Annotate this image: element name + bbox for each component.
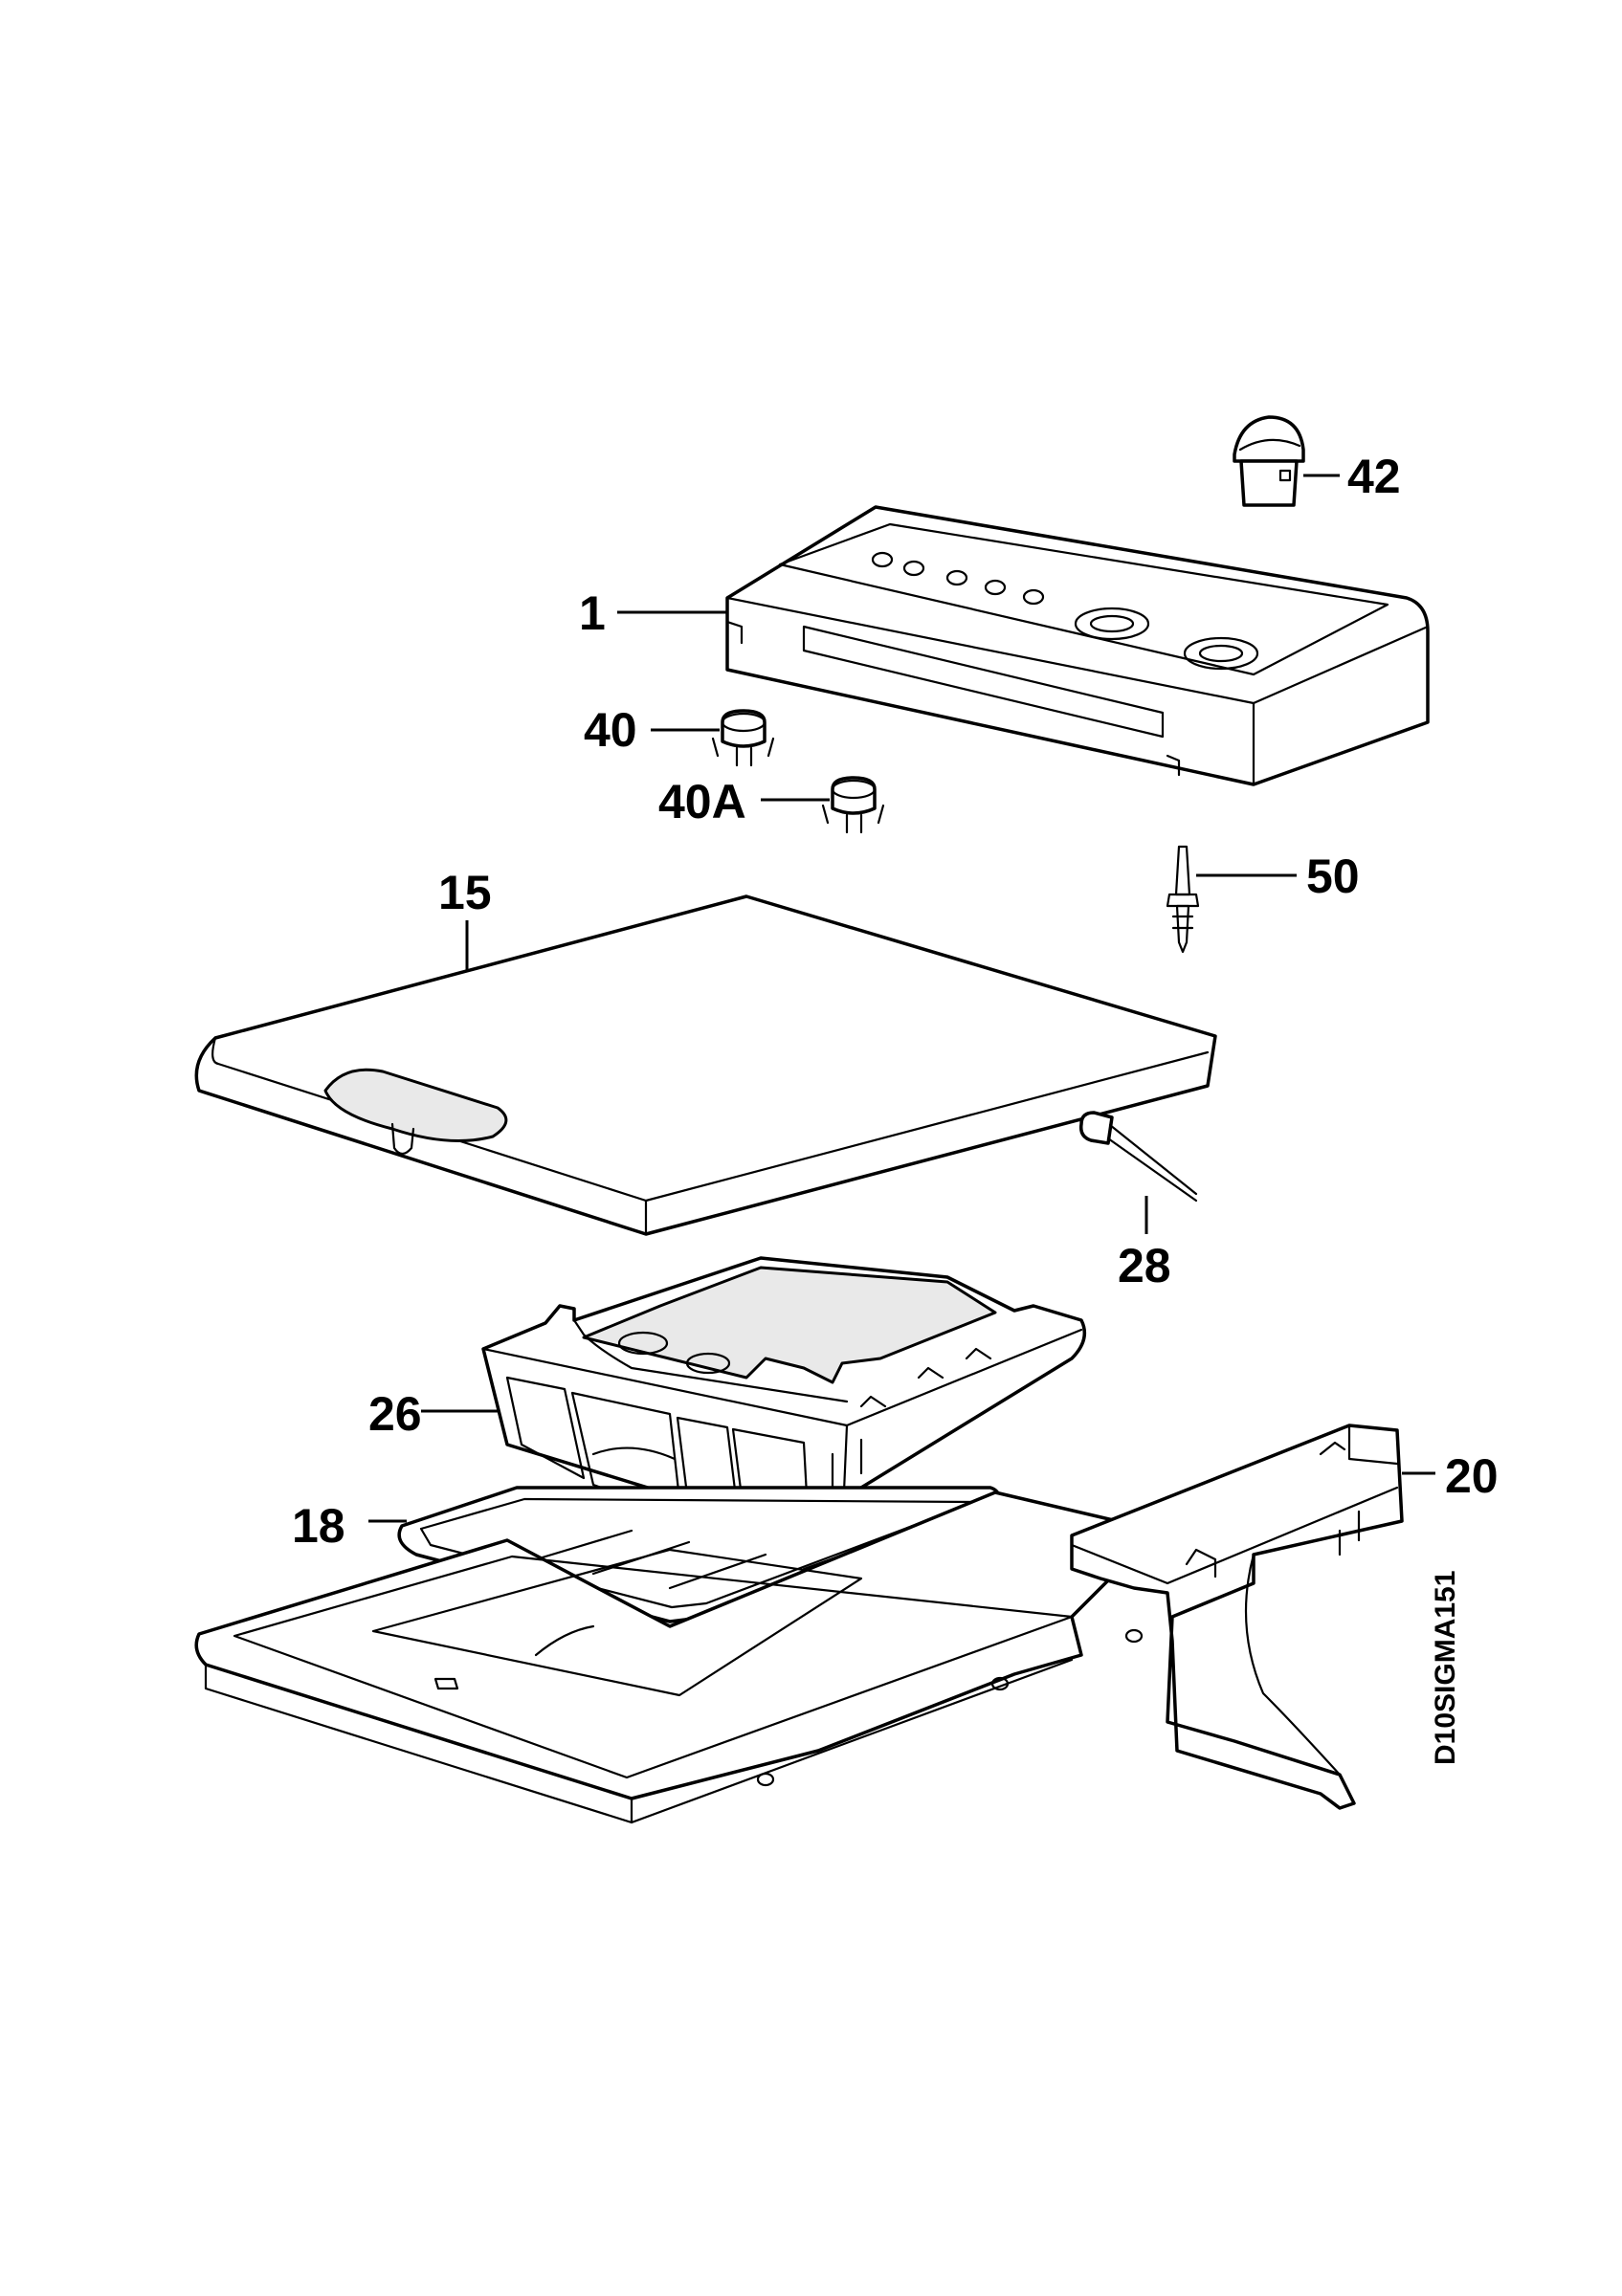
callout-1: 1 (579, 586, 606, 640)
document-code: D10SIGMA151 (1430, 1571, 1461, 1765)
callout-26: 26 (368, 1387, 422, 1441)
callout-40A: 40A (658, 775, 746, 828)
callout-28: 28 (1118, 1239, 1171, 1292)
base-frame (194, 1490, 1160, 1824)
callout-42: 42 (1347, 450, 1401, 503)
part-42-knob (1233, 415, 1305, 507)
part-50-screw (1166, 845, 1200, 954)
part-15-lid (194, 894, 1217, 1236)
callout-18: 20 (1445, 1449, 1499, 1503)
part-28-pin (1078, 1111, 1198, 1203)
part-1-control-panel (725, 505, 1430, 786)
part-26-dispenser (481, 1256, 1087, 1537)
part-40-button (711, 709, 775, 767)
part-40A-button (821, 776, 885, 834)
callout-15: 15 (438, 866, 492, 919)
part-18-bracket (1070, 1424, 1404, 1810)
callout-40: 40 (584, 703, 637, 757)
callout-20: 18 (292, 1499, 345, 1553)
callout-50: 50 (1306, 850, 1360, 903)
